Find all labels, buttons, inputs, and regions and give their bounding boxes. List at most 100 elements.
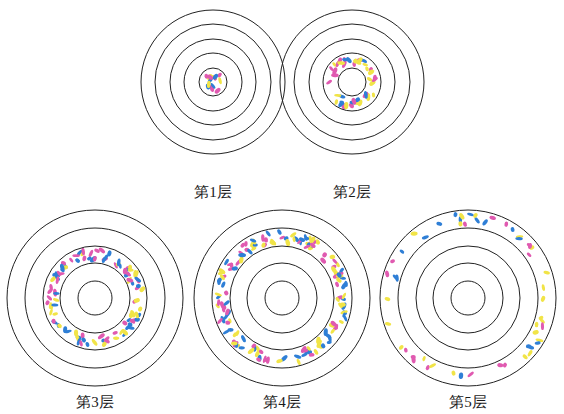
cell-blob (238, 253, 246, 258)
cell-blob (331, 73, 339, 78)
cell-blob (81, 248, 85, 256)
cell-blob (221, 307, 226, 313)
cell-blob (220, 281, 226, 288)
cell-blob (46, 287, 53, 294)
cell-blob (217, 278, 221, 285)
cell-blob (225, 320, 230, 325)
ring-outline (265, 281, 299, 315)
cell-blob (326, 79, 333, 85)
cell-blob (372, 92, 376, 97)
cell-blob (217, 299, 221, 306)
cell-blob (462, 221, 467, 227)
ring-outline (230, 246, 334, 350)
cell-blob (285, 239, 291, 247)
cell-blob (335, 296, 341, 302)
cell-blob (489, 215, 496, 221)
cell-blob (338, 319, 344, 324)
cell-blob (276, 229, 282, 236)
cell-blob (336, 271, 342, 278)
cell-blob (51, 318, 56, 324)
ring-outline (309, 39, 395, 125)
ring-outline (323, 53, 381, 111)
cell-blob (97, 332, 106, 340)
ring-outline (212, 228, 352, 368)
cell-blob (309, 242, 316, 249)
cell-blob (134, 311, 139, 319)
cell-blob (118, 263, 122, 269)
ring-outline (141, 10, 285, 154)
cell-blob (232, 340, 240, 348)
cell-blob (526, 344, 534, 350)
cell-blob (64, 329, 72, 334)
cell-blob (52, 312, 58, 316)
cell-blob (79, 340, 84, 347)
ring-outline (247, 263, 317, 333)
cell-blob (341, 292, 347, 300)
cell-blob (49, 308, 54, 316)
cell-blob (403, 347, 408, 353)
cell-blob (385, 270, 390, 277)
cell-blob (334, 99, 338, 105)
cell-blob (527, 349, 534, 357)
cell-blob (251, 246, 257, 251)
cell-blob (371, 76, 378, 83)
cell-blob (342, 58, 348, 62)
cell-blob (255, 357, 261, 363)
cell-blob (535, 322, 539, 328)
cell-blob (74, 258, 80, 264)
cell-blob (510, 227, 515, 233)
cell-blob (540, 295, 546, 302)
cell-blob (104, 338, 111, 345)
cell-blob (429, 362, 437, 368)
cell-blob (340, 302, 347, 308)
cell-blob (362, 62, 368, 67)
cell-blob (340, 284, 346, 291)
cell-blob (384, 296, 391, 302)
cell-blob (398, 344, 404, 350)
cell-blob (86, 256, 92, 261)
cell-blob (421, 235, 429, 241)
cell-blob (343, 314, 348, 322)
cell-blob (458, 221, 463, 227)
ring-outline (380, 210, 556, 386)
cell-blob (98, 246, 106, 254)
cell-blob (298, 236, 305, 243)
cell-blob (334, 281, 339, 288)
cell-blob (362, 91, 369, 99)
cell-blob (137, 306, 143, 312)
cell-blob (128, 268, 134, 271)
layer-label: 第3层 (76, 393, 114, 411)
cell-blob (532, 329, 539, 335)
cell-blob (392, 274, 399, 281)
cell-blob (247, 347, 256, 355)
cell-blob (112, 330, 118, 335)
cell-blob (216, 317, 223, 325)
ring-figure (280, 10, 424, 154)
cell-blob (515, 237, 522, 240)
cell-blob (55, 276, 60, 284)
layer-label: 第5层 (449, 393, 487, 411)
cell-blob (101, 256, 106, 263)
ring-outline (25, 228, 165, 368)
cell-blob (526, 252, 532, 258)
cell-blob (265, 230, 272, 237)
cell-blob (341, 281, 349, 290)
cell-blob (504, 221, 509, 227)
cell-blob (330, 266, 338, 275)
cell-blob (543, 270, 550, 275)
cell-blob (367, 68, 375, 76)
cell-blob (422, 356, 427, 362)
cell-blob (327, 335, 332, 343)
cell-blob (334, 323, 339, 329)
cell-blob (411, 355, 416, 363)
cell-blob (337, 61, 345, 65)
cell-blob (223, 258, 229, 266)
layer-label: 第2层 (333, 183, 371, 201)
cell-blob (74, 330, 78, 337)
cell-blob (72, 254, 80, 257)
cell-blob (51, 303, 58, 306)
ring-outline (433, 263, 503, 333)
ring-outline (60, 263, 130, 333)
cell-blob (258, 349, 264, 355)
